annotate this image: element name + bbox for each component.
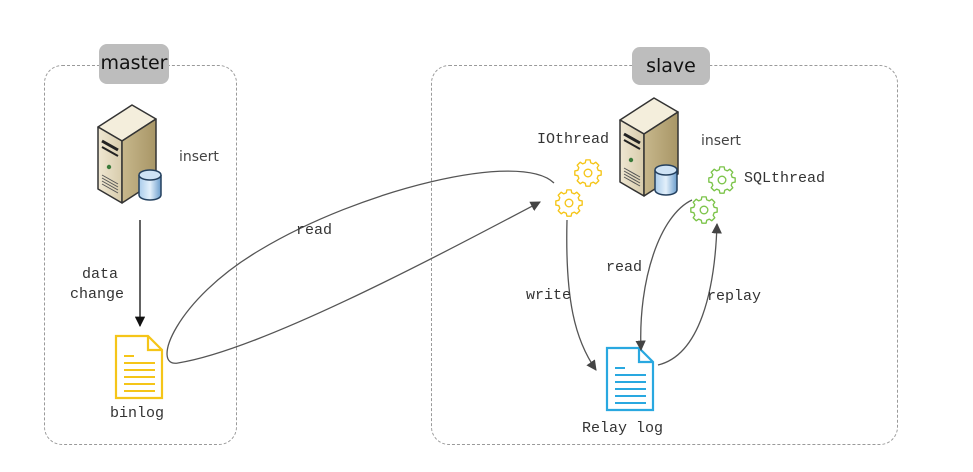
replay-label: replay (707, 288, 762, 305)
binlog-label: binlog (110, 405, 165, 422)
master-database-icon (138, 169, 162, 201)
slave-database-icon (654, 164, 678, 196)
io-read-binlog-arrow (166, 170, 555, 364)
binlog-file-icon (114, 334, 164, 400)
sql-read-label: read (606, 259, 643, 276)
sql-read-relay-arrow (635, 199, 693, 352)
write-relay-arrow (566, 219, 597, 371)
replay-arrow (657, 222, 722, 366)
sql-thread-label: SQLthread (744, 170, 826, 187)
slave-insert-label: insert (701, 133, 741, 149)
cross-read-label: read (296, 222, 333, 239)
data-change-label-line1: data (82, 266, 119, 283)
data-change-label-line2: change (70, 286, 125, 303)
slave-tag: slave (632, 47, 710, 85)
relay-log-label: Relay log (582, 420, 664, 437)
sql-thread-gear-icon (690, 166, 736, 224)
master-tag: master (99, 44, 169, 84)
master-insert-label: insert (179, 149, 219, 165)
write-label: write (526, 287, 572, 304)
relay-log-file-icon (605, 346, 655, 412)
io-thread-gear-icon (555, 159, 602, 217)
io-thread-label: IOthread (537, 131, 610, 148)
